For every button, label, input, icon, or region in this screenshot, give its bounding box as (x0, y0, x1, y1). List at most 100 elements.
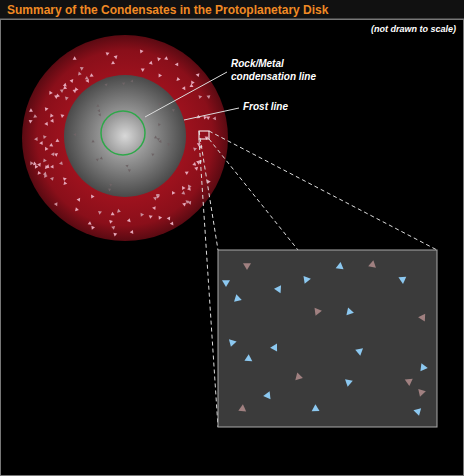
grain (153, 197, 158, 201)
title-bar (0, 0, 464, 19)
grain (164, 56, 169, 60)
grain (231, 294, 241, 304)
grain (418, 362, 428, 371)
grain (44, 122, 49, 127)
grain (300, 273, 310, 283)
zoom-lines (199, 131, 437, 427)
grain (156, 194, 160, 198)
grain (109, 219, 113, 224)
grain (108, 182, 112, 186)
grain (141, 68, 145, 71)
line-label: Rock/Metal condensation line (231, 57, 331, 83)
grain (367, 260, 376, 270)
grain (29, 160, 34, 165)
grain (89, 73, 93, 77)
grain (72, 88, 77, 93)
line-label: Frost line (243, 100, 288, 113)
scale-note: (not drawn to scale) (371, 24, 456, 34)
grain (74, 207, 79, 212)
leader-line (184, 108, 239, 120)
grain (50, 176, 54, 181)
inset-grains (222, 260, 429, 417)
grain (36, 170, 41, 175)
grain (116, 209, 121, 214)
grain (104, 83, 108, 87)
grain (97, 109, 100, 112)
grain (50, 165, 55, 170)
grain (91, 140, 94, 143)
grain (122, 81, 126, 85)
grain (98, 113, 101, 116)
grain (274, 285, 281, 293)
grain (175, 62, 180, 67)
grain (90, 225, 95, 230)
grain (43, 135, 47, 140)
grain (59, 113, 64, 118)
grain (170, 191, 175, 196)
grain (78, 72, 82, 77)
grain (159, 139, 163, 143)
condensation-circle (101, 111, 145, 155)
grain (62, 181, 67, 185)
grain (48, 91, 53, 96)
grain (42, 158, 47, 163)
grain (413, 408, 422, 417)
grain (153, 136, 157, 140)
grain (156, 57, 161, 62)
grain (398, 273, 408, 283)
grain (243, 263, 251, 270)
inset-box (218, 250, 437, 427)
grain (151, 153, 154, 156)
grain (148, 215, 152, 219)
grain (295, 372, 304, 381)
grain (95, 158, 99, 162)
grain (73, 56, 78, 61)
grain (336, 261, 345, 269)
grain (65, 96, 69, 101)
grain (88, 221, 92, 225)
grain (80, 66, 85, 71)
grain (167, 142, 170, 146)
grain (172, 109, 175, 112)
grain (49, 143, 53, 147)
grain (418, 311, 428, 321)
grain (212, 116, 216, 120)
grain (43, 174, 48, 179)
grain (63, 83, 68, 88)
grain (193, 146, 198, 151)
grain (141, 213, 145, 217)
grain (198, 94, 202, 99)
grain (28, 118, 33, 123)
grain (29, 108, 34, 113)
grain (54, 95, 58, 99)
grain (59, 161, 64, 166)
grain (196, 73, 201, 78)
grain (126, 218, 130, 223)
grain (263, 390, 273, 399)
grain (130, 79, 134, 83)
grain (205, 137, 209, 140)
grain (346, 308, 354, 317)
grain (237, 404, 246, 414)
grain (180, 185, 185, 190)
diagram-title: Summary of the Condensates in the Protop… (7, 3, 328, 17)
grain (62, 177, 67, 181)
grain (50, 119, 54, 123)
grain (110, 212, 115, 217)
grain (176, 77, 180, 82)
grain (222, 280, 230, 287)
grain (111, 226, 116, 230)
grain (159, 102, 163, 106)
grain (188, 84, 193, 89)
grain (54, 202, 59, 207)
grain (108, 189, 111, 192)
rock-grains (73, 79, 175, 191)
grain (104, 51, 109, 56)
grain (112, 231, 117, 236)
grain (100, 156, 104, 159)
grain (98, 210, 103, 215)
grain (73, 132, 77, 136)
grain (196, 142, 201, 147)
leader-line (145, 72, 227, 117)
grain (415, 386, 425, 396)
